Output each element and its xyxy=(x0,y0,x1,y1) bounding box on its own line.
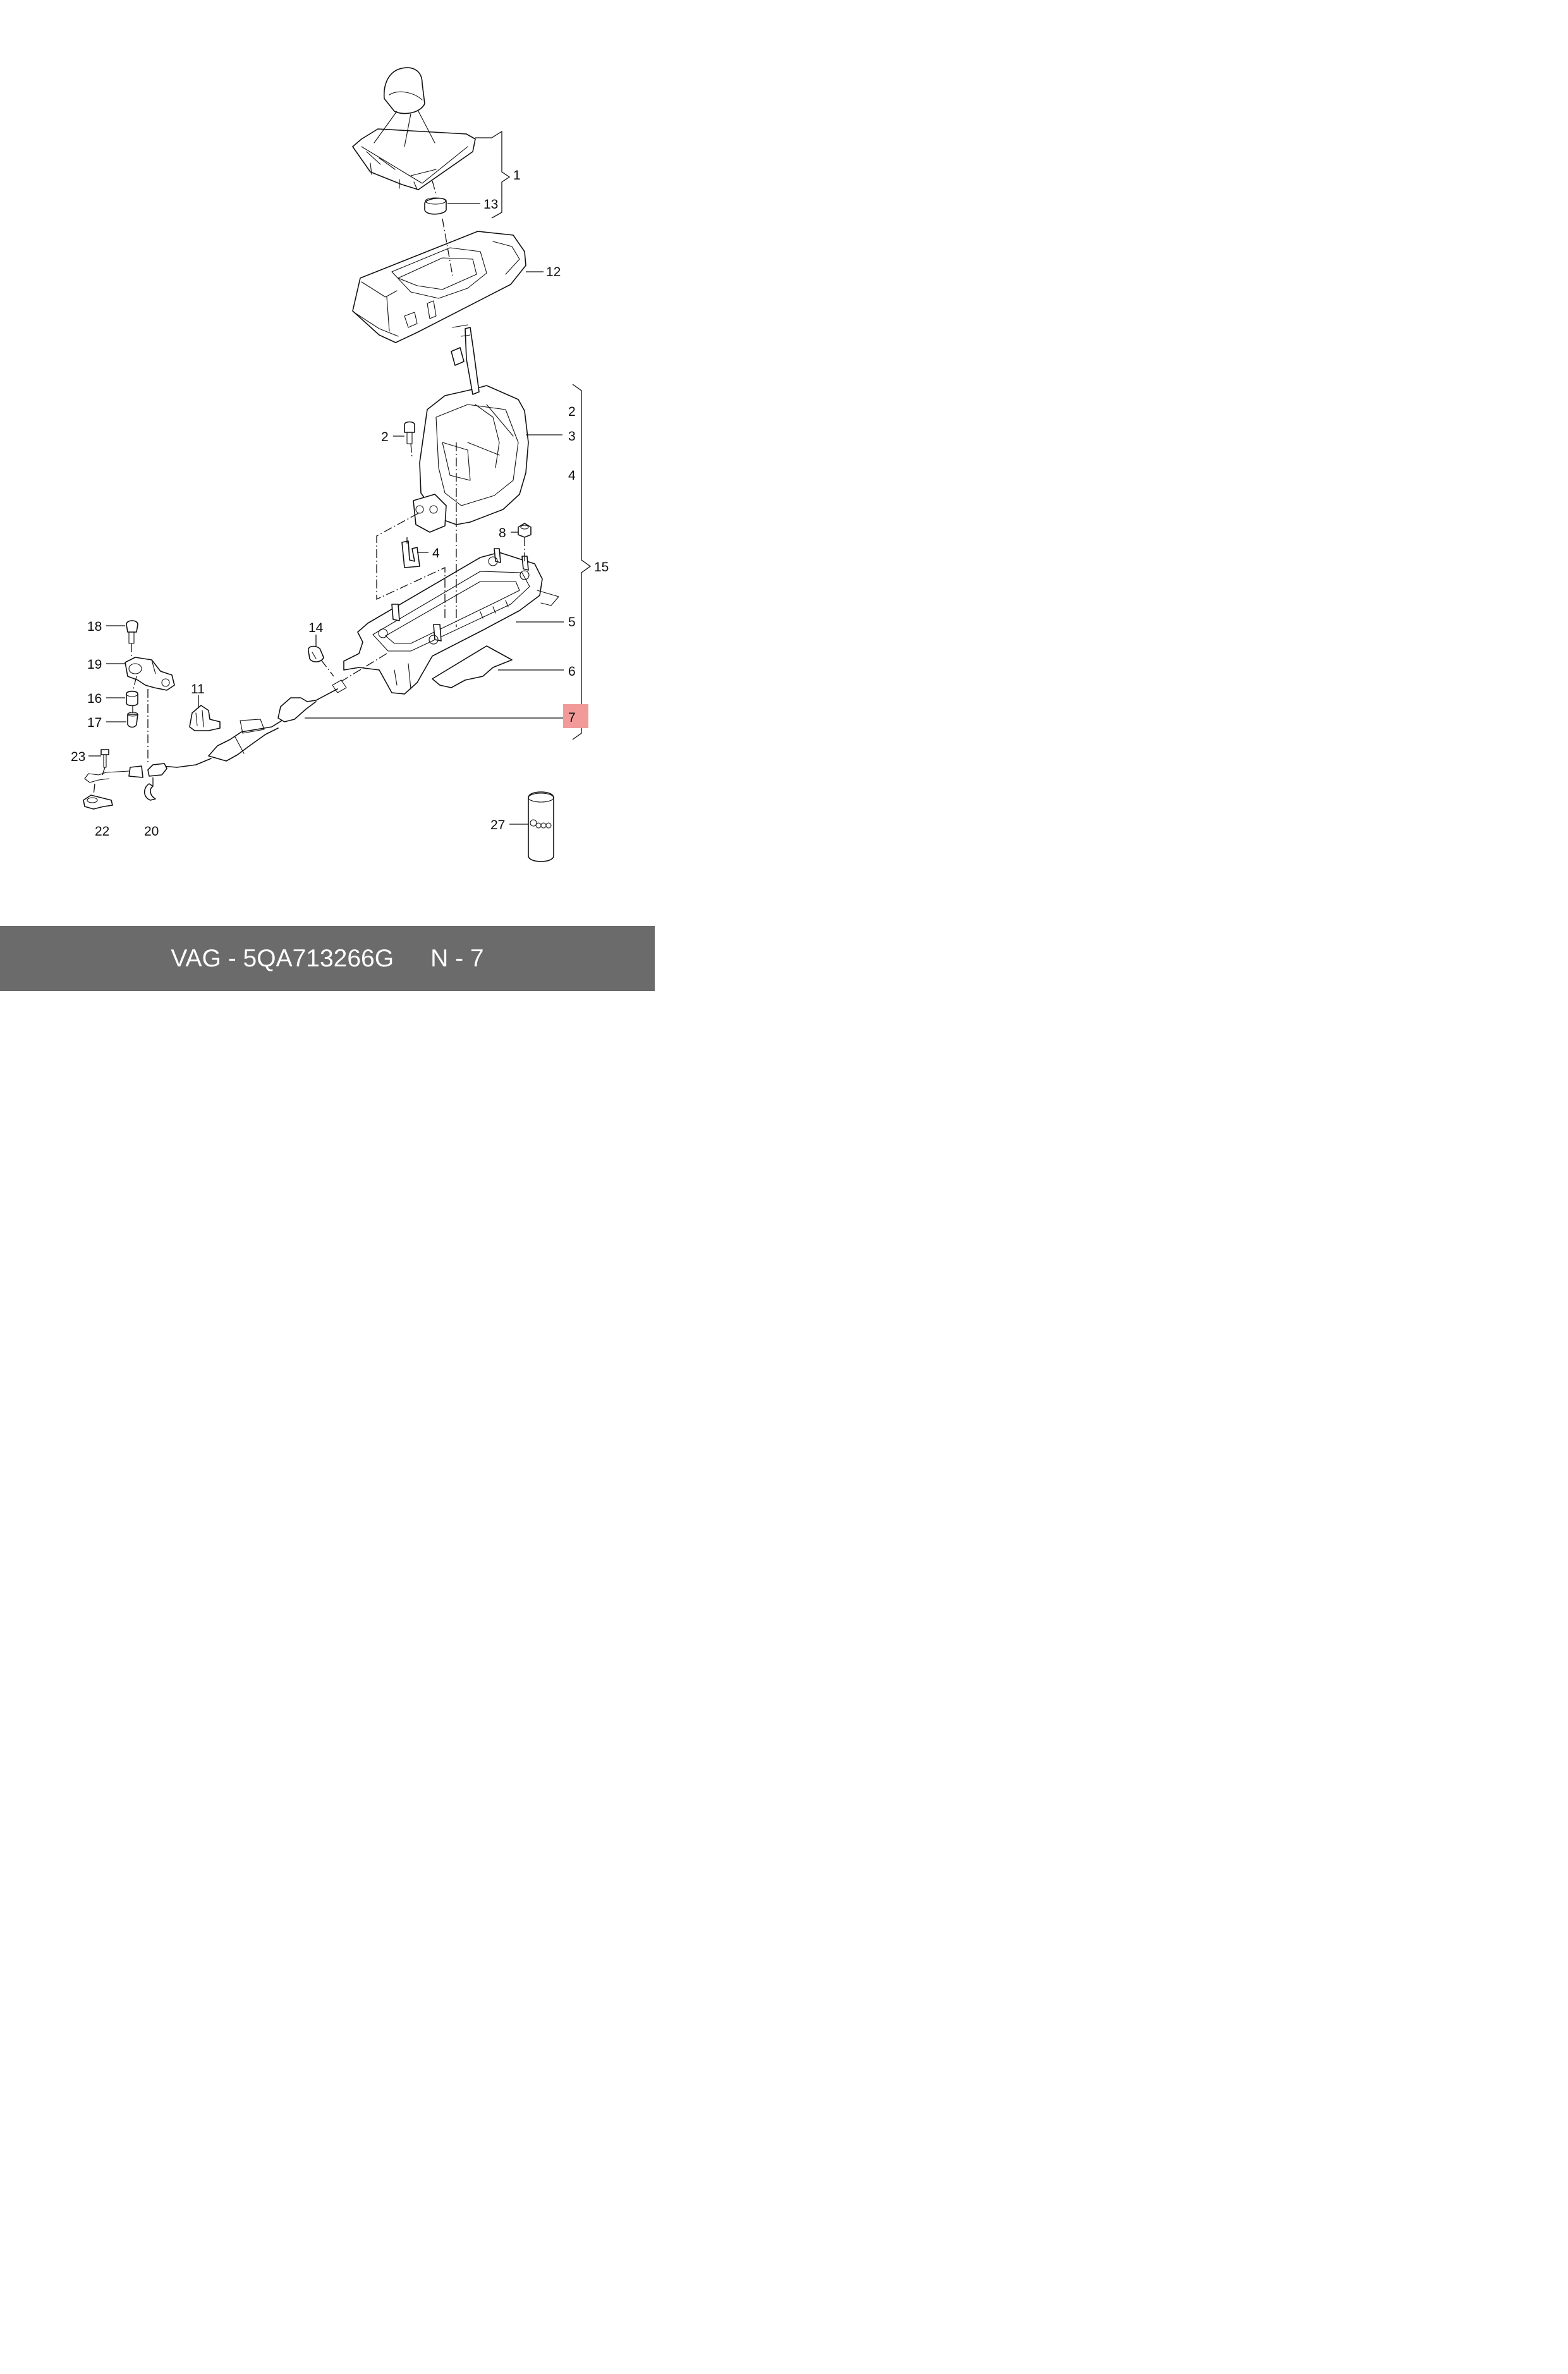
screw-part xyxy=(100,749,109,768)
callout-22: 22 xyxy=(95,824,109,839)
callout-4-left: 4 xyxy=(432,546,440,561)
callout-2-right: 2 xyxy=(568,405,576,419)
shift-mechanism-part xyxy=(413,324,529,533)
alignment-lines xyxy=(93,180,525,796)
callout-23: 23 xyxy=(71,750,85,764)
callout-5: 5 xyxy=(568,615,576,630)
leader-lines xyxy=(88,130,592,825)
callout-17: 17 xyxy=(87,715,102,730)
callout-8: 8 xyxy=(499,526,506,540)
circlip-part xyxy=(143,783,156,801)
bushing-part xyxy=(424,197,447,215)
callout-27: 27 xyxy=(490,818,505,832)
cover-frame-part xyxy=(352,231,526,343)
base-tray-part xyxy=(343,548,559,695)
selector-cable-part xyxy=(84,679,347,783)
rubber-bushing-part xyxy=(126,690,138,707)
footer-bar: VAG - 5QA713266G N - 7 xyxy=(0,926,655,991)
gasket-part xyxy=(432,645,513,688)
bracket-part xyxy=(125,657,175,691)
gear-knob-boot-part xyxy=(352,67,476,190)
callout-15: 15 xyxy=(594,560,609,575)
part-number: VAG - 5QA713266G xyxy=(171,944,394,972)
sleeve-part xyxy=(127,712,138,728)
cable-end-part xyxy=(83,794,113,810)
callout-labels: 1 13 12 2 3 4 2 8 4 15 5 6 7 14 11 18 19… xyxy=(71,168,609,839)
callout-18: 18 xyxy=(87,619,102,634)
callout-13: 13 xyxy=(483,197,498,212)
grease-tube-part xyxy=(528,791,554,862)
bolt-part xyxy=(404,421,415,444)
bracket-clip-part xyxy=(189,705,221,731)
grommet-part xyxy=(308,645,324,662)
callout-11: 11 xyxy=(191,682,205,697)
callout-14: 14 xyxy=(308,621,324,635)
highlight-box xyxy=(563,704,588,728)
callout-19: 19 xyxy=(87,657,102,672)
callout-4-right: 4 xyxy=(568,468,576,483)
callout-20: 20 xyxy=(144,824,159,839)
callout-6: 6 xyxy=(568,664,576,679)
clip-part xyxy=(401,540,420,568)
exploded-parts-diagram: 1 13 12 2 3 4 2 8 4 15 5 6 7 14 11 18 19… xyxy=(71,67,609,862)
callout-16: 16 xyxy=(87,691,102,706)
callout-3: 3 xyxy=(568,429,576,444)
callout-12: 12 xyxy=(546,265,561,279)
bolt-part-18 xyxy=(126,620,138,644)
nut-part xyxy=(518,523,532,538)
diagram-position: N - 7 xyxy=(430,944,484,972)
callout-1: 1 xyxy=(513,168,521,183)
callout-7: 7 xyxy=(568,710,576,725)
callout-2-left: 2 xyxy=(381,430,389,444)
